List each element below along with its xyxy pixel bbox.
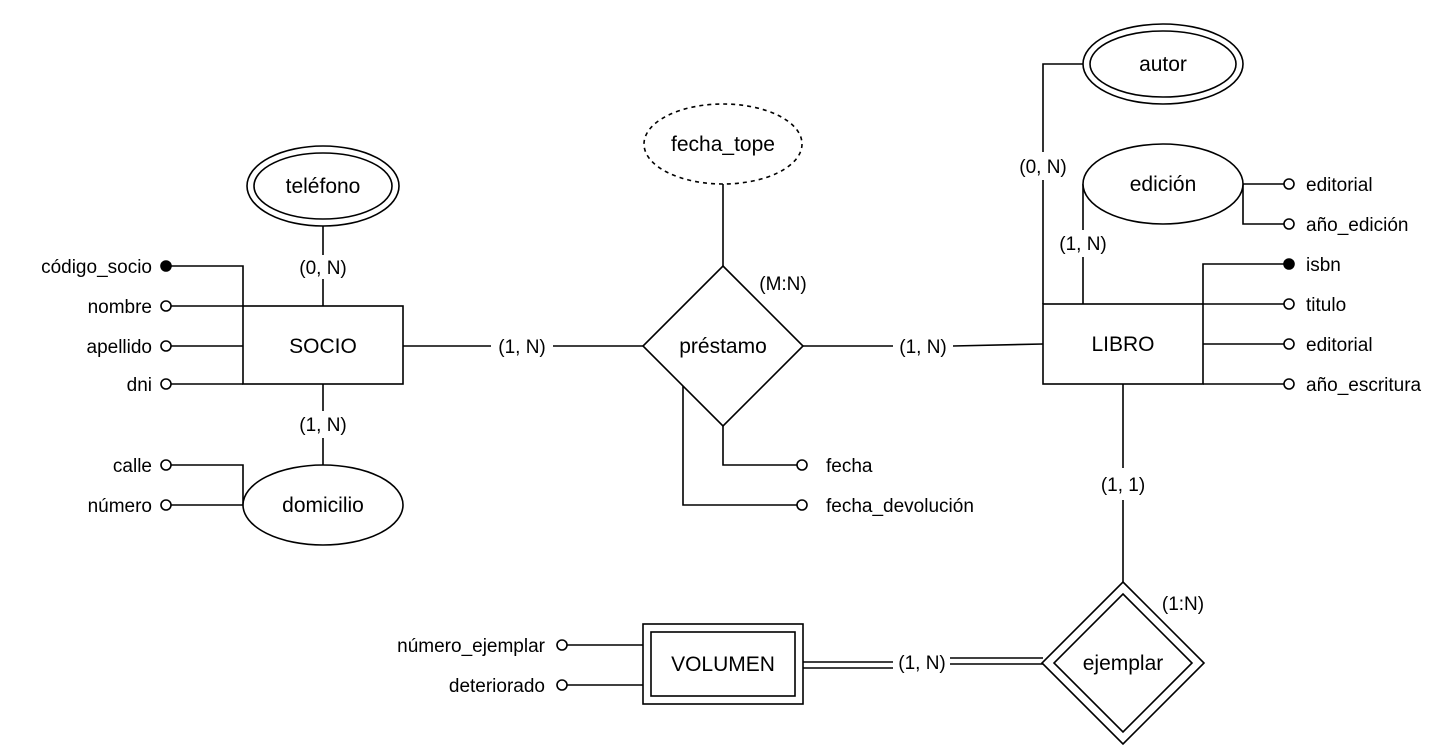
entity-volumen-label: VOLUMEN <box>671 653 775 676</box>
attribute-dot <box>1283 298 1295 310</box>
attribute-dot <box>160 499 172 511</box>
attribute-dot <box>1283 378 1295 390</box>
attribute-dot <box>160 340 172 352</box>
relationship-type-prestamo: (M:N) <box>759 274 806 295</box>
entity-libro[interactable]: LIBRO <box>1042 303 1204 385</box>
attribute-apellido: apellido <box>87 337 153 358</box>
attribute-fecha: fecha <box>826 456 873 477</box>
attribute-fecha-devolucion: fecha_devolución <box>826 496 974 517</box>
attribute-dot <box>796 459 808 471</box>
composite-attribute-domicilio[interactable]: domicilio <box>242 464 404 546</box>
connector-fecha <box>722 426 797 466</box>
key-attribute-dot <box>160 260 172 272</box>
connector-calle <box>166 464 244 505</box>
domicilio-label: domicilio <box>282 494 364 517</box>
cardinality-domicilio: (1, N) <box>299 415 347 436</box>
derived-attribute-fecha-tope[interactable]: fecha_tope <box>643 103 803 185</box>
cardinality-libro-prestamo: (1, N) <box>899 337 947 358</box>
connector-prestamo-libro-b <box>952 343 1044 347</box>
attribute-isbn: isbn <box>1306 255 1341 276</box>
multivalued-attribute-autor[interactable]: autor <box>1082 23 1244 105</box>
cardinality-socio-prestamo: (1, N) <box>498 337 546 358</box>
autor-label: autor <box>1139 53 1187 76</box>
attribute-dot <box>160 300 172 312</box>
connector-fecha-devolucion <box>682 386 797 506</box>
key-attribute-dot <box>1283 258 1295 270</box>
entity-socio[interactable]: SOCIO <box>242 305 404 385</box>
attribute-dot <box>160 378 172 390</box>
attribute-dot <box>1283 178 1295 190</box>
connector-anio-edicion <box>1242 184 1284 225</box>
entity-socio-label: SOCIO <box>289 335 357 358</box>
attribute-nombre: nombre <box>88 297 152 318</box>
cardinality-edicion: (1, N) <box>1059 234 1107 255</box>
attribute-dot <box>1283 338 1295 350</box>
relationship-prestamo[interactable]: préstamo <box>641 264 805 428</box>
edicion-label: edición <box>1130 173 1197 196</box>
relationship-ejemplar-label: ejemplar <box>1083 652 1164 675</box>
attribute-numero: número <box>88 496 152 517</box>
attribute-anio-escritura: año_escritura <box>1306 375 1422 396</box>
cardinality-libro-ejemplar: (1, 1) <box>1101 475 1145 496</box>
attribute-editorial-libro: editorial <box>1306 335 1373 356</box>
multivalued-attribute-telefono[interactable]: teléfono <box>246 145 400 227</box>
fecha-tope-label: fecha_tope <box>671 133 775 156</box>
attribute-deteriorado: deteriorado <box>449 676 545 697</box>
attribute-editorial-edicion: editorial <box>1306 175 1373 196</box>
entity-libro-label: LIBRO <box>1091 333 1154 356</box>
relationship-prestamo-label: préstamo <box>679 335 767 358</box>
attribute-dot <box>1283 218 1295 230</box>
attribute-codigo-socio: código_socio <box>41 257 152 278</box>
weak-entity-volumen[interactable]: VOLUMEN <box>642 623 804 705</box>
attribute-dot <box>556 679 568 691</box>
attribute-titulo: titulo <box>1306 295 1346 316</box>
telefono-label: teléfono <box>286 175 361 198</box>
attribute-dot <box>160 459 172 471</box>
attribute-dni: dni <box>127 375 152 396</box>
cardinality-telefono: (0, N) <box>299 258 347 279</box>
attribute-numero-ejemplar: número_ejemplar <box>397 636 546 657</box>
attribute-dot <box>796 499 808 511</box>
cardinality-volumen-ejemplar: (1, N) <box>898 653 946 674</box>
connector-isbn <box>1202 263 1284 304</box>
connector-autor-upper <box>1042 63 1083 152</box>
attribute-anio-edicion: año_edición <box>1306 215 1408 236</box>
relationship-type-ejemplar: (1:N) <box>1162 594 1204 615</box>
connector-codigo-socio <box>166 265 244 306</box>
cardinality-autor: (0, N) <box>1019 157 1067 178</box>
identifying-relationship-ejemplar[interactable]: ejemplar <box>1040 580 1206 745</box>
partial-key-attribute-dot <box>556 639 568 651</box>
attribute-calle: calle <box>113 456 152 477</box>
composite-attribute-edicion[interactable]: edición <box>1082 143 1244 225</box>
